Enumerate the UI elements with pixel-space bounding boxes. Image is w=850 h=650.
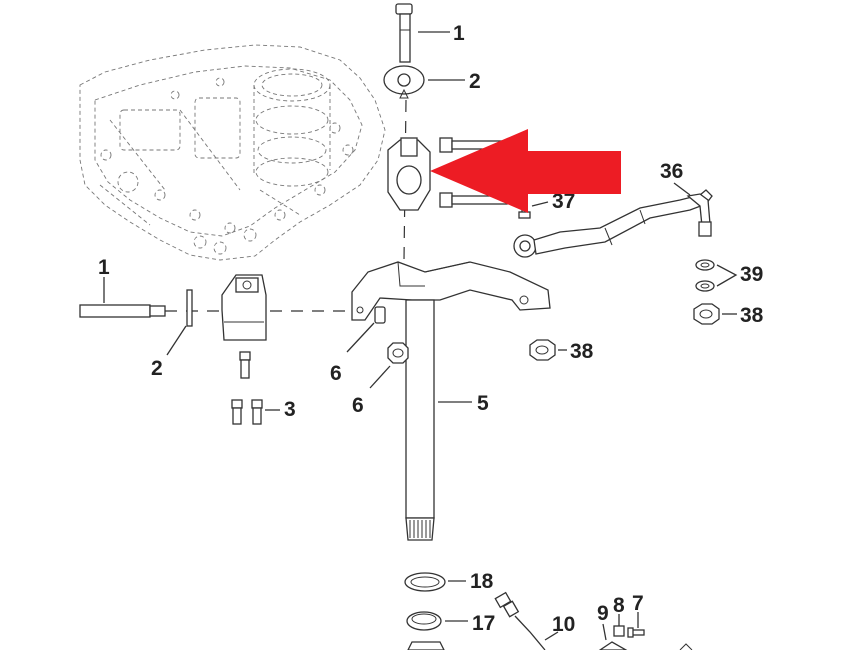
callout-7: 7: [632, 592, 644, 615]
callout-9: 9: [597, 602, 609, 625]
ring-part-18: [404, 572, 446, 592]
lower-part-partial: [407, 641, 445, 650]
callout-1-top: 1: [453, 22, 465, 45]
rod-part-1-left: [79, 304, 166, 318]
callout-3: 3: [284, 398, 296, 421]
callout-39: 39: [740, 263, 763, 286]
callout-37: 37: [552, 190, 575, 213]
callout-38-mid: 38: [570, 340, 594, 363]
bolt-part-1-top: [395, 3, 413, 63]
nut-part-6-b: [387, 342, 409, 364]
callout-1-left: 1: [98, 256, 110, 279]
callout-8: 8: [613, 594, 625, 617]
center-axis-line: [403, 99, 407, 261]
bolts-part-3: [231, 399, 263, 425]
coupler-bolts: [439, 137, 508, 208]
washers-part-39: [695, 259, 715, 292]
mounting-bracket: [221, 274, 267, 341]
callout-18: 18: [470, 570, 494, 593]
callout-17: 17: [472, 612, 495, 635]
shaft-part-5: [351, 261, 551, 541]
retainer-part-2-top: [383, 65, 425, 99]
bottom-right-partial: [598, 641, 628, 650]
highlight-arrow: [430, 129, 621, 213]
seal-part-17: [406, 611, 442, 631]
nut-part-38-right: [693, 303, 720, 325]
bracket-bolt: [239, 351, 251, 379]
shift-coupler: [387, 137, 431, 211]
clip-part-8: [613, 625, 625, 637]
link-rod-part-36: [513, 189, 713, 258]
sensor-part-10: [494, 591, 546, 650]
callout-10: 10: [552, 613, 575, 636]
callout-38-right: 38: [740, 304, 764, 327]
callout-5: 5: [477, 392, 489, 415]
screw-part-7: [627, 627, 645, 638]
callout-2-top: 2: [469, 70, 481, 93]
engine-block-outline: [79, 44, 386, 261]
plate-part-2-left: [186, 289, 193, 327]
callout-6-b: 6: [352, 394, 364, 417]
pin-part-6-a: [374, 306, 386, 324]
callout-6-a: 6: [330, 362, 342, 385]
nut-part-38-mid: [529, 339, 556, 361]
callout-2-left: 2: [151, 357, 163, 380]
callout-36: 36: [660, 160, 683, 183]
